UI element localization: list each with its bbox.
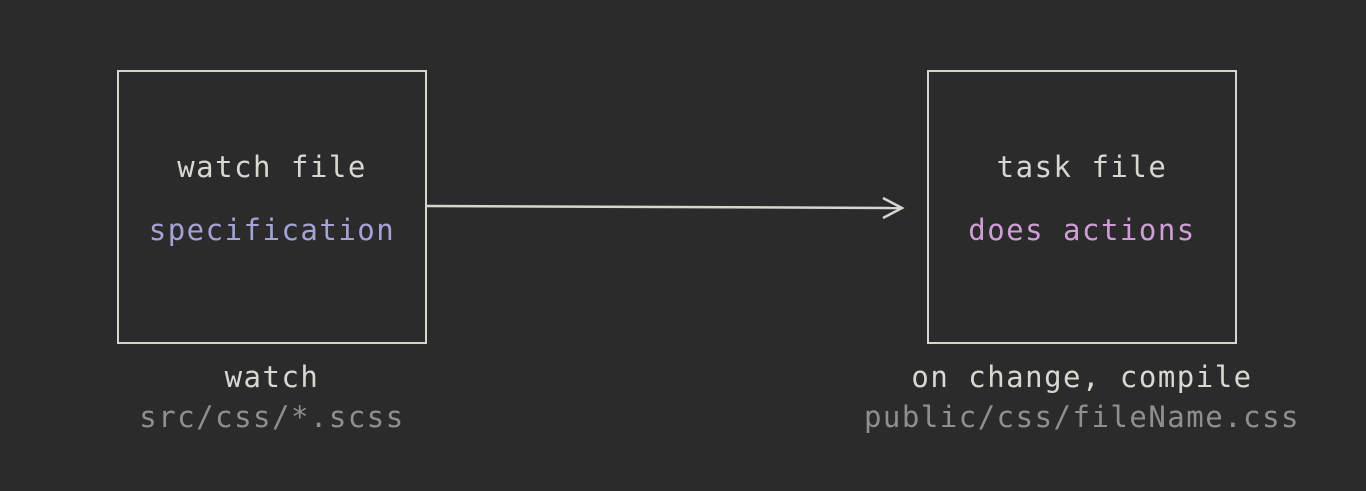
- arrow-line: [426, 204, 903, 210]
- task-file-box: task file does actions: [927, 70, 1237, 344]
- task-caption-label: on change, compile: [911, 360, 1253, 394]
- task-file-subtitle: does actions: [968, 213, 1196, 247]
- watch-file-box: watch file specification: [117, 70, 427, 344]
- arrow-head: [882, 196, 905, 220]
- task-caption-path: public/css/fileName.css: [863, 400, 1301, 434]
- watch-caption-label: watch: [224, 360, 320, 394]
- task-caption: on change, compile public/css/fileName.c…: [854, 357, 1310, 437]
- watch-file-title: watch file: [177, 150, 367, 184]
- watch-file-subtitle: specification: [148, 213, 396, 247]
- watch-caption: watch src/css/*.scss: [117, 357, 427, 437]
- watch-caption-path: src/css/*.scss: [139, 400, 405, 434]
- task-file-title: task file: [996, 150, 1168, 184]
